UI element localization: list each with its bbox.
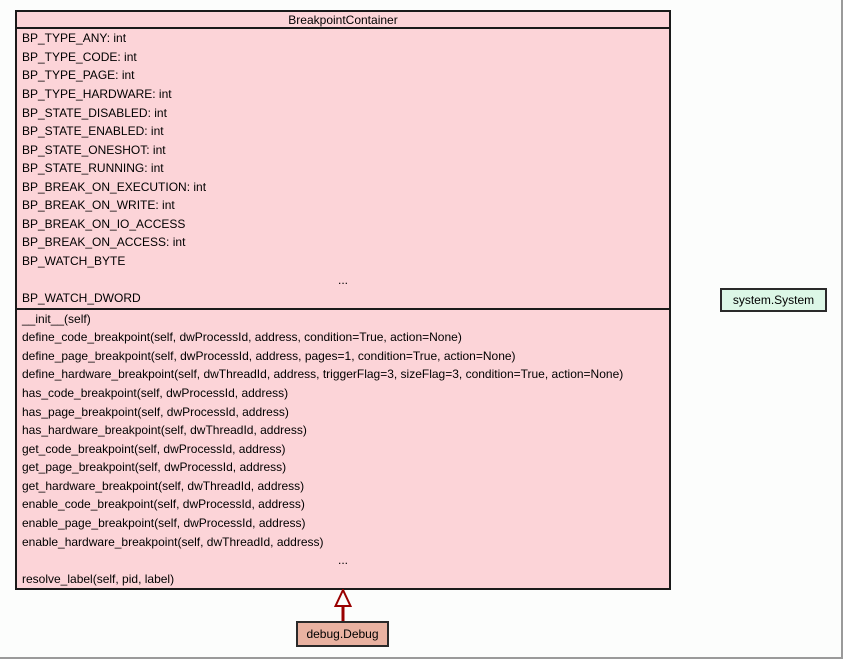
class-title-system: system.System (732, 293, 815, 307)
field-row: BP_TYPE_PAGE: int (22, 68, 135, 83)
method-row: has_code_breakpoint(self, dwProcessId, a… (22, 386, 289, 401)
method-row: get_code_breakpoint(self, dwProcessId, a… (22, 441, 286, 456)
method-row: has_hardware_breakpoint(self, dwThreadId… (22, 423, 307, 438)
field-row: BP_TYPE_ANY: int (22, 31, 127, 46)
method-row: resolve_label(self, pid, label) (22, 571, 175, 586)
field-row: BP_BREAK_ON_ACCESS: int (22, 235, 186, 250)
method-row: enable_page_breakpoint(self, dwProcessId… (22, 515, 306, 530)
method-row: get_hardware_breakpoint(self, dwThreadId… (22, 478, 305, 493)
method-row: define_code_breakpoint(self, dwProcessId… (22, 330, 462, 345)
class-title-debug: debug.Debug (306, 627, 379, 641)
inheritance-arrow (333, 589, 353, 622)
method-row: define_page_breakpoint(self, dwProcessId… (22, 348, 516, 363)
field-row: BP_TYPE_CODE: int (22, 49, 137, 64)
field-row: BP_STATE_ENABLED: int (22, 124, 164, 139)
class-box-system[interactable]: system.System (720, 288, 827, 312)
ellipsis-row: ... (337, 272, 348, 287)
field-row: BP_TYPE_HARDWARE: int (22, 86, 172, 101)
method-row: get_page_breakpoint(self, dwProcessId, a… (22, 460, 287, 475)
class-title-breakpointcontainer: BreakpointContainer (17, 12, 669, 29)
field-row: BP_BREAK_ON_IO_ACCESS (22, 216, 186, 231)
method-row: enable_hardware_breakpoint(self, dwThrea… (22, 534, 324, 549)
method-row: has_page_breakpoint(self, dwProcessId, a… (22, 404, 289, 419)
class-box-debug[interactable]: debug.Debug (296, 621, 389, 647)
methods-section: __init__(self) define_code_breakpoint(sel… (17, 310, 669, 589)
field-row: BP_STATE_DISABLED: int (22, 105, 167, 120)
method-row: enable_code_breakpoint(self, dwProcessId… (22, 497, 305, 512)
field-row: BP_STATE_RUNNING: int (22, 161, 164, 176)
field-row: BP_STATE_ONESHOT: int (22, 142, 166, 157)
field-row: BP_WATCH_BYTE (22, 254, 126, 269)
method-row: __init__(self) (22, 311, 91, 326)
field-row: BP_BREAK_ON_EXECUTION: int (22, 179, 207, 194)
ellipsis-row: ... (337, 553, 348, 568)
field-row: BP_WATCH_DWORD (22, 291, 141, 306)
method-row: define_hardware_breakpoint(self, dwThrea… (22, 367, 624, 382)
field-row: BP_BREAK_ON_WRITE: int (22, 198, 175, 213)
